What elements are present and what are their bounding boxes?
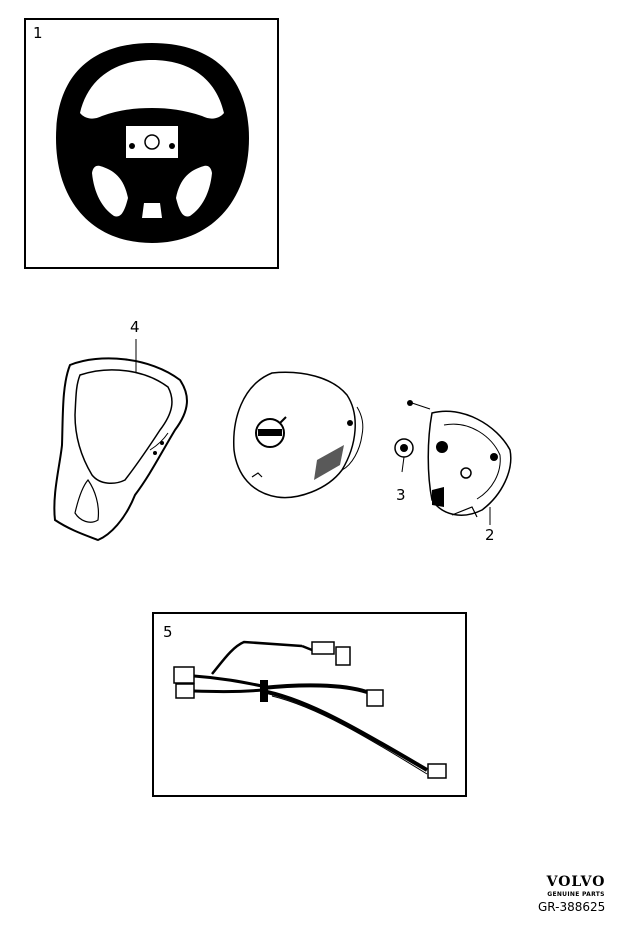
airbag-illustration <box>233 371 364 499</box>
steering-wheel-panel: 1 <box>24 18 279 269</box>
module-illustration <box>407 400 512 525</box>
trim-cover-illustration <box>53 339 188 542</box>
wiring-harness-panel: 5 <box>152 612 467 797</box>
steering-wheel-illustration <box>56 43 249 243</box>
callout-4: 4 <box>130 318 140 336</box>
reference-number: GR-388625 <box>538 900 606 914</box>
nut-illustration <box>394 438 414 473</box>
callout-2: 2 <box>485 526 495 544</box>
callout-1: 1 <box>33 24 43 42</box>
logo-subtitle: GENUINE PARTS <box>547 891 605 898</box>
callout-3: 3 <box>396 486 406 504</box>
wiring-harness-illustration <box>173 640 447 779</box>
logo-brand: VOLVO <box>546 874 606 890</box>
callout-5: 5 <box>163 623 173 641</box>
volvo-logo: VOLVO GENUINE PARTS <box>538 874 614 898</box>
